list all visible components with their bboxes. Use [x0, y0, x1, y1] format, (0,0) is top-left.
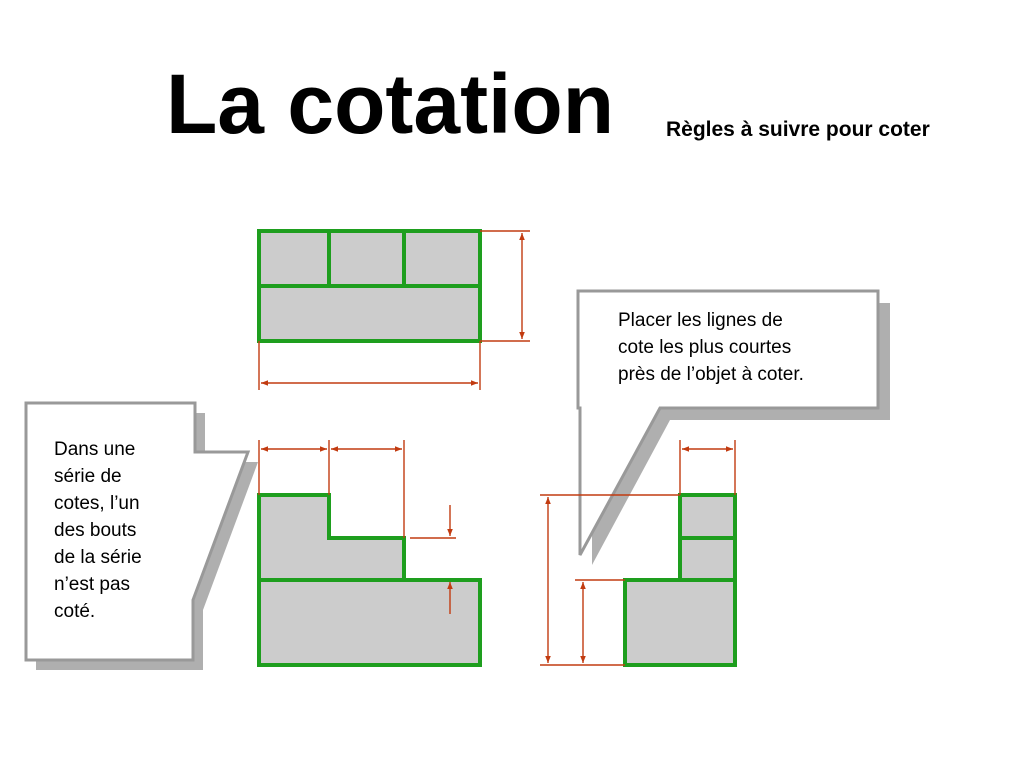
part-l-shape-dimensions [540, 440, 736, 666]
part-stepped [257, 493, 482, 667]
part-top [257, 229, 482, 343]
slide-subtitle: Règles à suivre pour coter [666, 118, 930, 141]
callout-right-text: Placer les lignes de cote les plus court… [618, 310, 804, 385]
callout-right-bubble [576, 289, 880, 556]
part-l-shape [623, 493, 737, 667]
part-top-dimensions [258, 230, 530, 390]
part-stepped-dimensions [258, 440, 456, 614]
callout-left-bubble [24, 401, 251, 662]
callout-left-text: Dans une série de cotes, l’un des bouts … [54, 439, 142, 622]
slide-title: La cotation [166, 57, 615, 151]
